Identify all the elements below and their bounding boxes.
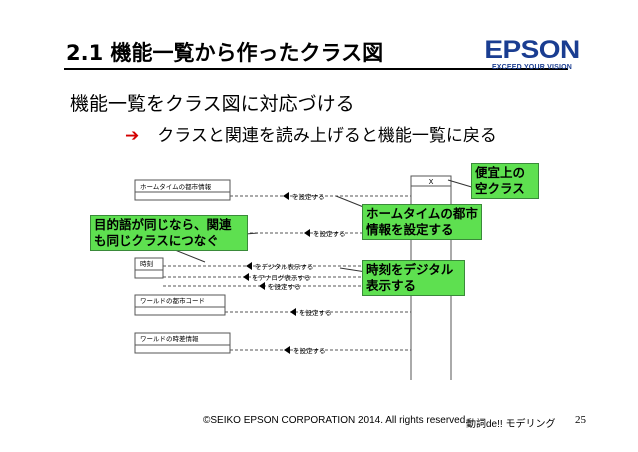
class-name: ホームタイムの都市情報 [140,182,212,191]
page-number: 25 [575,414,586,426]
class-box-time: 時刻 [134,257,164,279]
association-set-home-city: を設定する [230,192,411,201]
class-name: ワールドの時差情報 [140,334,199,343]
svg-text:をデジタル表示する: をデジタル表示する [255,262,313,271]
svg-text:を設定する: を設定する [313,229,346,238]
logo-brand: EPSON [484,36,580,64]
association-set-hidden: を設定する [245,229,411,238]
callout-same-object: 目的語が同じなら、関連 も同じクラスにつなぐ [90,215,248,251]
callout-pointer-time [339,267,367,273]
bullet-text: クラスと関連を読み上げると機能一覧に戻る [157,126,497,146]
logo-tagline: EXCEED YOUR VISION [491,64,573,71]
svg-text:をアナログ表示する: をアナログ表示する [252,273,310,282]
association-set-world-offset: を設定する [230,346,411,355]
class-name: ワールドの都市コード [140,296,205,305]
footer-course: 動詞de!! モデリング [466,419,556,430]
class-box-world-city: ワールドの都市コード [134,294,226,316]
slide-title: 2.1 機能一覧から作ったクラス図 [66,41,384,65]
callout-time-digital: 時刻をデジタル 表示する [362,260,465,296]
class-box-world-offset: ワールドの時差情報 [134,332,231,354]
class-box-home-city: ホームタイムの都市情報 [134,179,231,201]
svg-text:を設定する: を設定する [293,346,326,355]
section-heading: 機能一覧をクラス図に対応づける [70,93,355,115]
right-arrow-icon: ➔ [125,126,140,146]
footer-copyright: ©SEIKO EPSON CORPORATION 2014. All right… [203,415,469,426]
callout-utility-class: 便宜上の 空クラス [471,163,539,199]
callout-home-city: ホームタイムの都市 情報を設定する [362,204,482,240]
callout-pointer-home [335,195,367,209]
title-underline [64,68,568,70]
epson-logo: EPSON EXCEED YOUR VISION [484,38,580,72]
class-name: 時刻 [140,259,153,268]
callout-pointer-utility [447,179,476,189]
association-set-world-city: を設定する [225,308,411,317]
utility-class-name: X [429,178,434,186]
svg-text:を設定する: を設定する [292,192,325,201]
bullet-item: ➔ クラスと関連を読み上げると機能一覧に戻る [125,121,497,146]
svg-text:を設定する: を設定する [268,282,301,291]
svg-text:を設定する: を設定する [299,308,332,317]
